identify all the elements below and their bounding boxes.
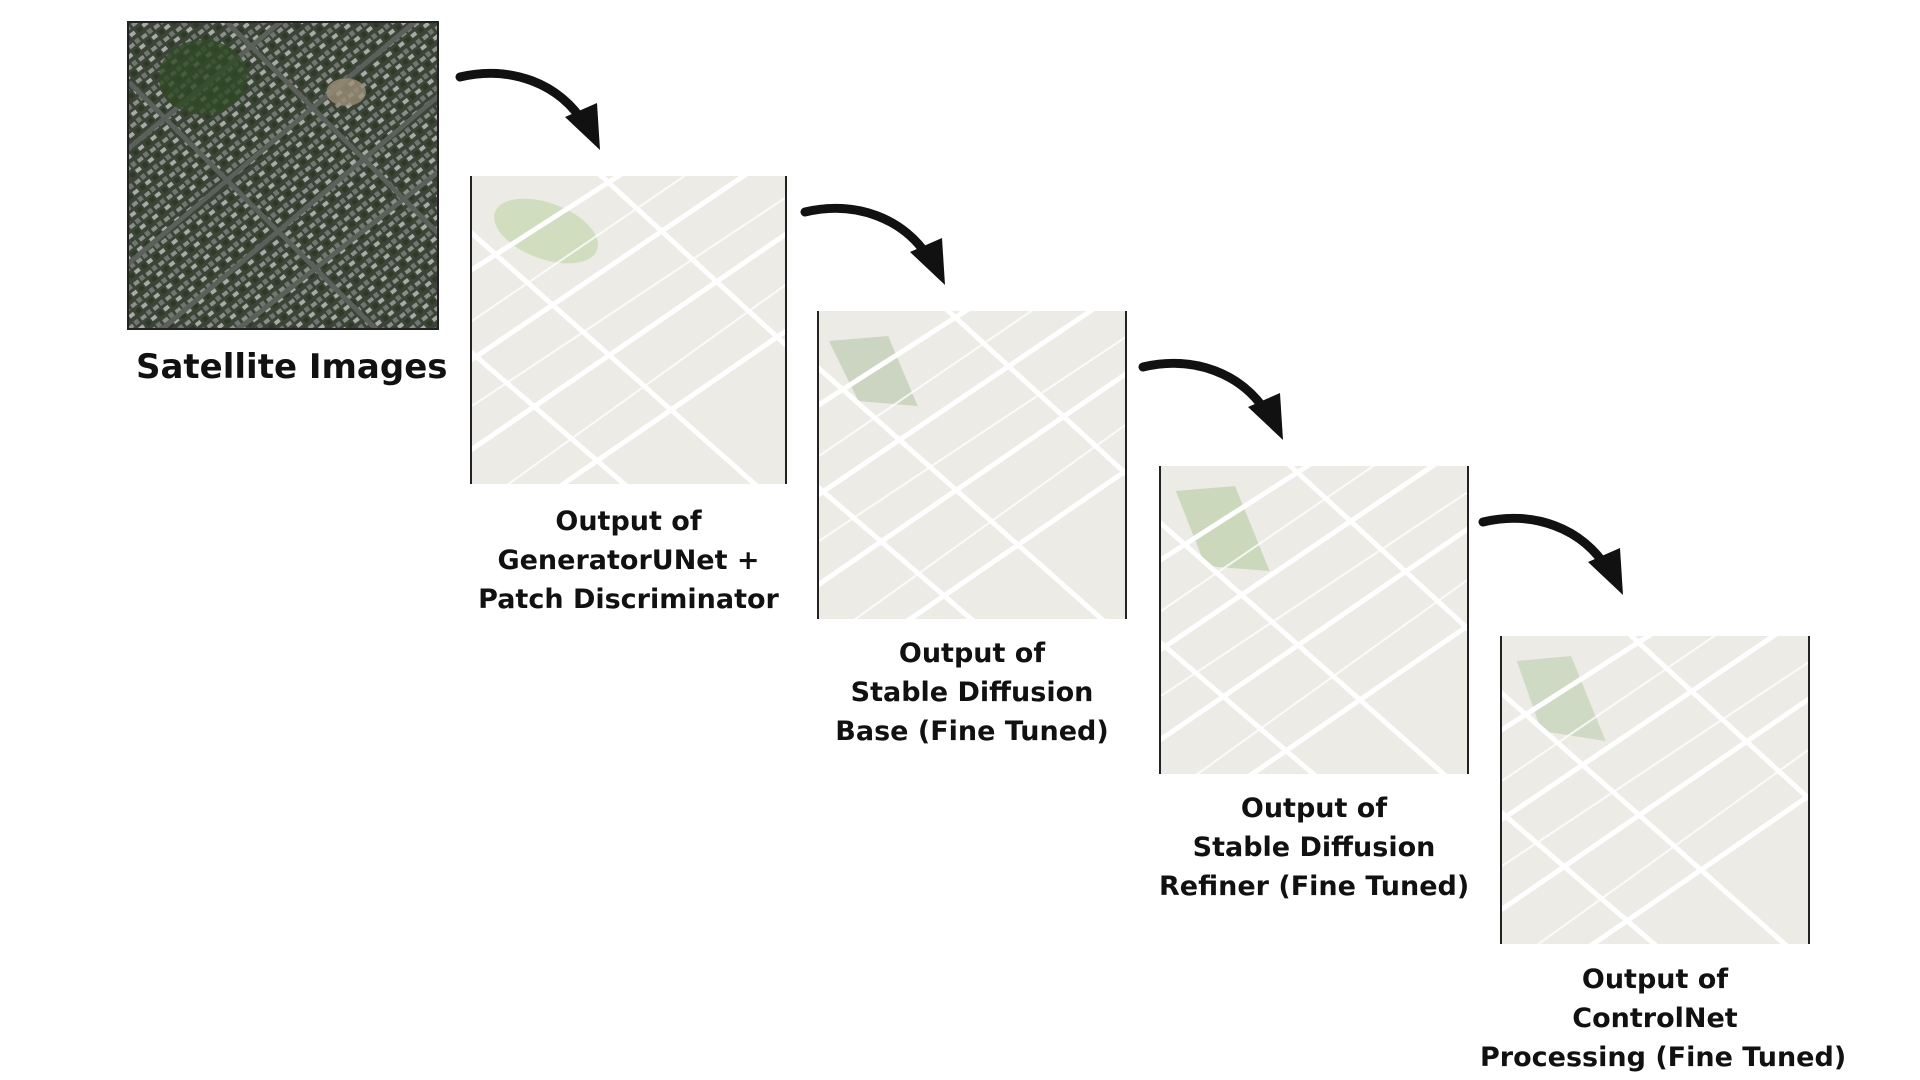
stage-1-caption: Output of GeneratorUNet + Patch Discrimi… xyxy=(470,502,787,619)
stage-3-caption-line-2: Stable Diffusion xyxy=(1192,832,1436,863)
stage-2-caption-line-2: Stable Diffusion xyxy=(850,677,1094,708)
stage-1-output-image xyxy=(470,176,787,484)
satellite-image xyxy=(127,21,439,330)
stage-1-caption-line-2: GeneratorUNet + xyxy=(497,545,760,576)
stage-3-caption-line-3: Refiner (Fine Tuned) xyxy=(1159,871,1470,902)
stage-4-caption-line-3: Processing (Fine Tuned) xyxy=(1480,1042,1847,1073)
stage-2-caption-line-3: Base (Fine Tuned) xyxy=(835,716,1109,747)
curved-arrow-icon xyxy=(1138,358,1283,440)
stage-3-caption-line-1: Output of xyxy=(1240,793,1388,824)
stage-2-caption-line-1: Output of xyxy=(898,638,1046,669)
stage-3-caption: Output of Stable Diffusion Refiner (Fine… xyxy=(1159,789,1469,906)
stage-1-caption-line-3: Patch Discriminator xyxy=(478,584,779,615)
stage-4-caption: Output of ControlNet Processing (Fine Tu… xyxy=(1480,960,1847,1077)
curved-arrow-icon xyxy=(455,68,600,150)
stage-1-caption-line-1: Output of xyxy=(555,506,702,537)
stage-4-caption-line-2: ControlNet xyxy=(1572,1003,1738,1034)
stage-2-output-image xyxy=(817,311,1127,619)
curved-arrow-icon xyxy=(800,203,945,285)
curved-arrow-icon xyxy=(1478,513,1623,595)
satellite-images-label: Satellite Images xyxy=(136,347,448,387)
stage-2-caption: Output of Stable Diffusion Base (Fine Tu… xyxy=(817,634,1127,751)
stage-4-output-image xyxy=(1500,636,1810,944)
stage-3-output-image xyxy=(1159,466,1469,774)
stage-4-caption-line-1: Output of xyxy=(1581,964,1729,995)
